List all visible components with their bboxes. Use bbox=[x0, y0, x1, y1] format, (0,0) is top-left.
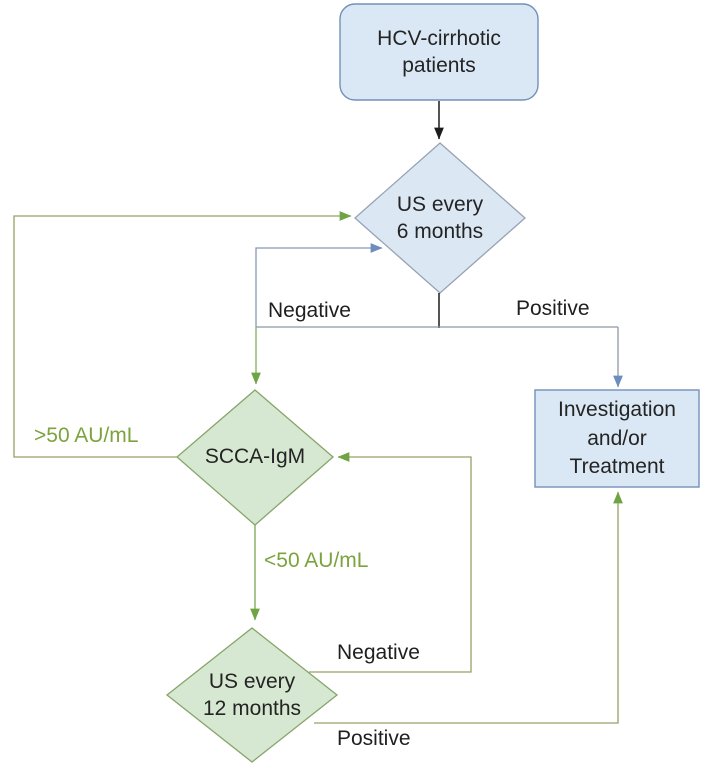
node-scca-igm-shape bbox=[176, 389, 334, 526]
node-us-12-months-shape bbox=[165, 627, 339, 763]
node-hcv-patients-shape bbox=[339, 3, 539, 101]
edge-us12-negative-to-scca-line bbox=[309, 452, 472, 673]
edge-return-to-us6-line bbox=[255, 243, 383, 327]
node-investigation-treatment-shape bbox=[534, 389, 700, 488]
edge-us12-positive-to-investigation-line bbox=[314, 491, 623, 724]
node-us-6-months-shape bbox=[354, 142, 526, 294]
edge-gt50-loop-to-us6-line bbox=[13, 211, 352, 458]
